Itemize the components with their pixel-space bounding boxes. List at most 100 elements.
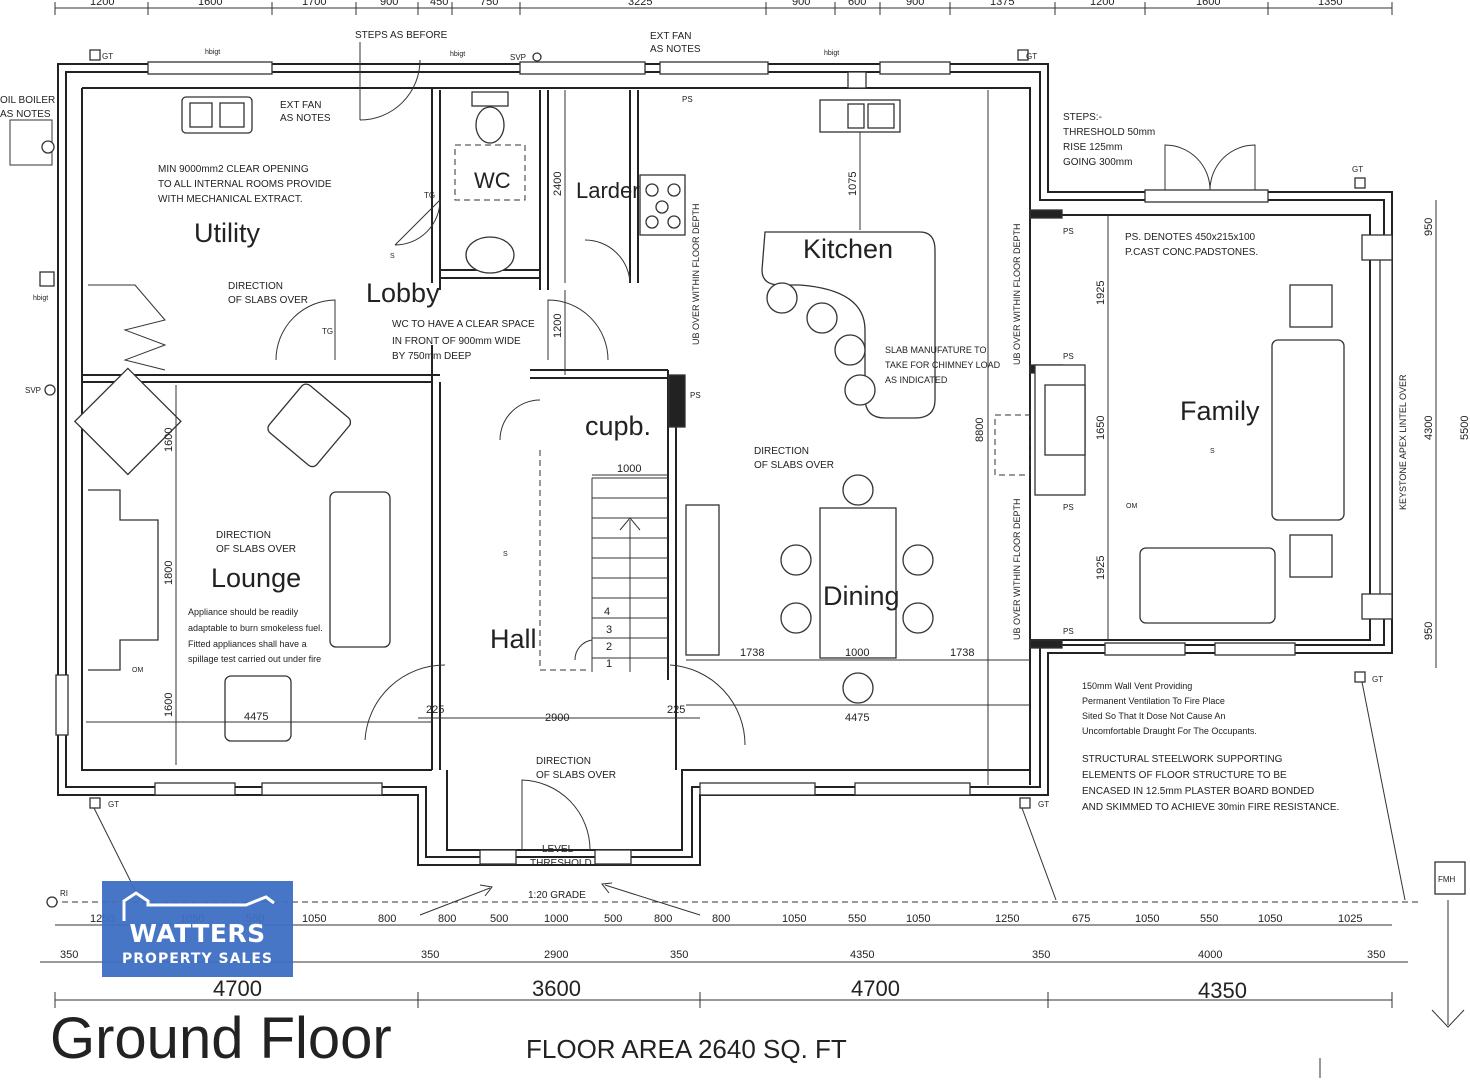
note-direction: DIRECTION — [536, 756, 591, 767]
note-om: OM — [132, 667, 143, 674]
dim-label: 1925 — [1095, 556, 1107, 580]
note-hbig: hbigt — [824, 50, 839, 57]
note-steps-spec: RISE 125mm — [1063, 142, 1122, 153]
note-ri: RI — [60, 889, 68, 898]
note-wc-space: BY 750mm DEEP — [392, 351, 472, 362]
stair-step: 3 — [606, 624, 612, 636]
dim-label: 1200 — [552, 314, 564, 338]
note-direction: DIRECTION — [228, 281, 283, 292]
dim-label: 1250 — [995, 913, 1019, 925]
note-svp: SVP — [510, 53, 526, 62]
note-hbig: hbigt — [33, 295, 48, 302]
logo-line2: PROPERTY SALES — [122, 951, 273, 967]
note-gt: GT — [108, 800, 119, 809]
note-appliance: adaptable to burn smokeless fuel. — [188, 623, 323, 633]
note-gt: GT — [1352, 165, 1363, 174]
overall-width: 4700 — [851, 976, 900, 1001]
dim-label: 350 — [421, 949, 439, 961]
room-wc: WC — [474, 168, 511, 193]
dim-label: 350 — [60, 949, 78, 961]
note-om: OM — [1126, 503, 1137, 510]
room-labels: Utility Lobby WC Larder Kitchen Family L… — [194, 168, 1260, 654]
dim-label: 1650 — [1095, 416, 1107, 440]
note-min-opening: MIN 9000mm2 CLEAR OPENING — [158, 164, 309, 175]
dim-top: 1600 — [1196, 0, 1220, 8]
dim-label: 2900 — [545, 712, 569, 724]
note-gt: GT — [1038, 800, 1049, 809]
bottom-dimension-row-3: 4700 3600 4700 4350 — [54, 976, 1393, 1008]
dim-label: 1050 — [782, 913, 806, 925]
note-direction: DIRECTION — [216, 530, 271, 541]
dim-top: 1375 — [990, 0, 1014, 8]
dim-label: 4475 — [244, 711, 268, 723]
dim-label: 1600 — [163, 428, 175, 452]
note-tg: TG — [322, 327, 333, 336]
dim-label: 1000 — [544, 913, 568, 925]
dim-label: 350 — [1032, 949, 1050, 961]
logo-line1: WATTERS — [129, 919, 266, 948]
dim-label: 225 — [426, 704, 444, 716]
dim-top: 1200 — [90, 0, 114, 8]
note-hbig: hbigt — [450, 51, 465, 58]
dim-label: 950 — [1423, 622, 1435, 640]
dim-label: 1800 — [163, 561, 175, 585]
dim-label: 1600 — [163, 693, 175, 717]
dim-label: 1050 — [1258, 913, 1282, 925]
dim-label: 4000 — [1198, 949, 1222, 961]
note-vent: Permanent Ventilation To Fire Place — [1082, 696, 1225, 706]
note-direction: OF SLABS OVER — [216, 544, 296, 555]
note-direction: OF SLABS OVER — [536, 770, 616, 781]
note-steelwork: ELEMENTS OF FLOOR STRUCTURE TO BE — [1082, 770, 1287, 781]
note-gt: GT — [1026, 52, 1037, 61]
note-ps: PS — [690, 391, 701, 400]
note-steps-spec: STEPS:- — [1063, 112, 1102, 123]
dim-label: 1738 — [950, 647, 974, 659]
note-ext-fan: EXT FAN — [650, 31, 692, 42]
note-slab: TAKE FOR CHIMNEY LOAD — [885, 360, 1001, 370]
note-vent: Uncomfortable Draught For The Occupants. — [1082, 726, 1257, 736]
dim-label: 550 — [848, 913, 866, 925]
dim-label: 1000 — [617, 463, 641, 475]
note-ps: PS — [1063, 627, 1074, 636]
dim-top: 900 — [792, 0, 810, 8]
note-gt: GT — [1372, 675, 1383, 684]
dim-label: 2900 — [544, 949, 568, 961]
stair-step: 4 — [604, 606, 610, 618]
dim-label: 350 — [670, 949, 688, 961]
dim-label: 800 — [654, 913, 672, 925]
note-appliance: Fitted appliances shall have a — [188, 639, 307, 649]
dim-label: 1075 — [847, 172, 859, 196]
note-wc-space: WC TO HAVE A CLEAR SPACE — [392, 319, 535, 330]
room-lobby: Lobby — [366, 278, 440, 308]
dim-top: 1700 — [302, 0, 326, 8]
note-slab: SLAB MANUFATURE TO — [885, 345, 987, 355]
dim-top: 3225 — [628, 0, 652, 8]
dim-label: 500 — [490, 913, 508, 925]
dim-label: 1000 — [845, 647, 869, 659]
note-min-opening: WITH MECHANICAL EXTRACT. — [158, 194, 303, 205]
interior-dimensions: 2400 1075 1200 1000 1600 1800 1600 8800 … — [86, 90, 1470, 785]
dim-label: 800 — [712, 913, 730, 925]
note-vent: 150mm Wall Vent Providing — [1082, 681, 1192, 691]
note-ub-over: UB OVER WITHIN FLOOR DEPTH — [691, 203, 701, 345]
dim-top: 900 — [906, 0, 924, 8]
note-ps: PS — [1063, 227, 1074, 236]
note-gt: GT — [102, 52, 113, 61]
note-direction: OF SLABS OVER — [228, 295, 308, 306]
note-appliance: spillage test carried out under fire — [188, 654, 321, 664]
dim-label: 2400 — [552, 172, 564, 196]
note-level: LEVEL — [542, 844, 574, 855]
note-direction: DIRECTION — [754, 446, 809, 457]
note-appliance: Appliance should be readily — [188, 607, 299, 617]
room-larder: Larder — [576, 178, 640, 203]
dim-label: 8800 — [974, 418, 986, 442]
dim-label: 1738 — [740, 647, 764, 659]
room-dining: Dining — [823, 581, 900, 611]
house-outline-icon — [122, 891, 275, 921]
note-ext-fan: AS NOTES — [280, 113, 331, 124]
note-ps: PS — [682, 95, 693, 104]
note-padstones: P.CAST CONC.PADSTONES. — [1125, 247, 1258, 258]
fixtures — [9, 49, 1466, 895]
ground-line — [46, 681, 1465, 1028]
